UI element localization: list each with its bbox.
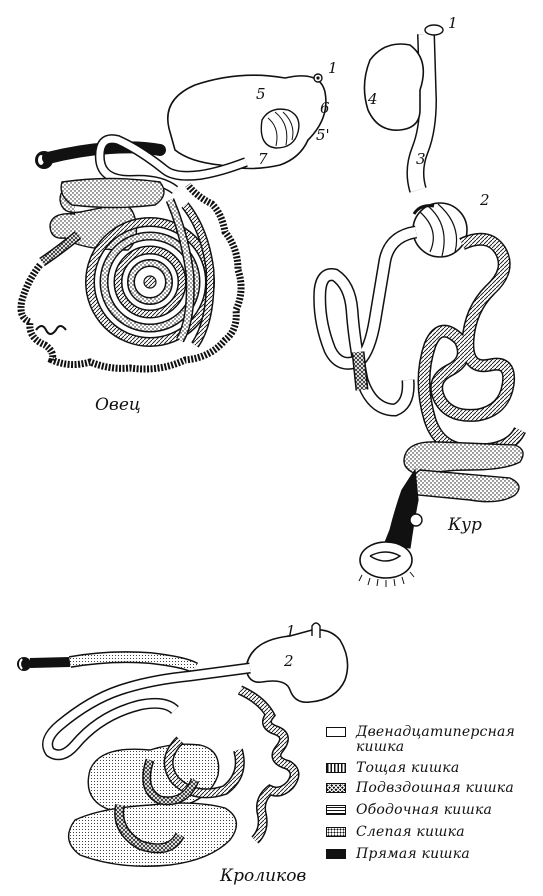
chicken-label-1: 1 <box>448 14 458 32</box>
chicken-cloaca <box>360 542 412 578</box>
legend-swatch-cecum <box>326 827 346 837</box>
legend-label-duodenum: Двенадцатиперсная кишка <box>356 725 515 755</box>
rabbit-label-2: 2 <box>284 652 294 670</box>
sheep-label-7: 7 <box>258 150 268 168</box>
chicken-rectum <box>384 470 418 548</box>
legend-swatch-duodenum <box>326 727 346 737</box>
sheep-label-5: 5 <box>256 85 266 103</box>
caption-chicken: Кур <box>448 515 482 535</box>
legend-label-jejunum: Тощая кишка <box>356 761 459 776</box>
legend-swatch-jejunum <box>326 763 346 773</box>
rabbit-stomach <box>246 630 348 703</box>
chicken-crop <box>364 44 423 130</box>
chicken-label-4: 4 <box>368 90 378 108</box>
legend-label-cecum: Слепая кишка <box>356 825 465 840</box>
sheep-label-1: 1 <box>328 59 338 77</box>
legend-label-colon: Ободочная кишка <box>356 803 492 818</box>
caption-sheep: Овец <box>95 395 141 415</box>
legend-label-rectum: Прямая кишка <box>356 847 470 862</box>
legend-swatch-rectum <box>326 849 346 859</box>
legend-label-ileum: Подвздошная кишка <box>356 781 514 796</box>
chicken-label-3: 3 <box>416 150 426 168</box>
chicken-diagram <box>320 25 523 587</box>
sheep-diagram <box>21 74 326 369</box>
rabbit-diagram <box>17 623 348 866</box>
legend-swatch-colon <box>326 805 346 815</box>
rabbit-rectum <box>30 662 70 663</box>
rabbit-cecum <box>88 744 218 812</box>
sheep-label-6: 6 <box>320 99 330 117</box>
chicken-gizzard <box>413 203 467 257</box>
chicken-label-2: 2 <box>480 191 490 209</box>
caption-rabbit: Кроликов <box>220 866 306 886</box>
legend-swatch-ileum <box>326 783 346 793</box>
sheep-abomasum <box>261 109 299 148</box>
rabbit-label-1: 1 <box>286 622 296 640</box>
sheep-label-5prime: 5' <box>316 126 330 144</box>
sheep-stomach <box>168 75 326 168</box>
